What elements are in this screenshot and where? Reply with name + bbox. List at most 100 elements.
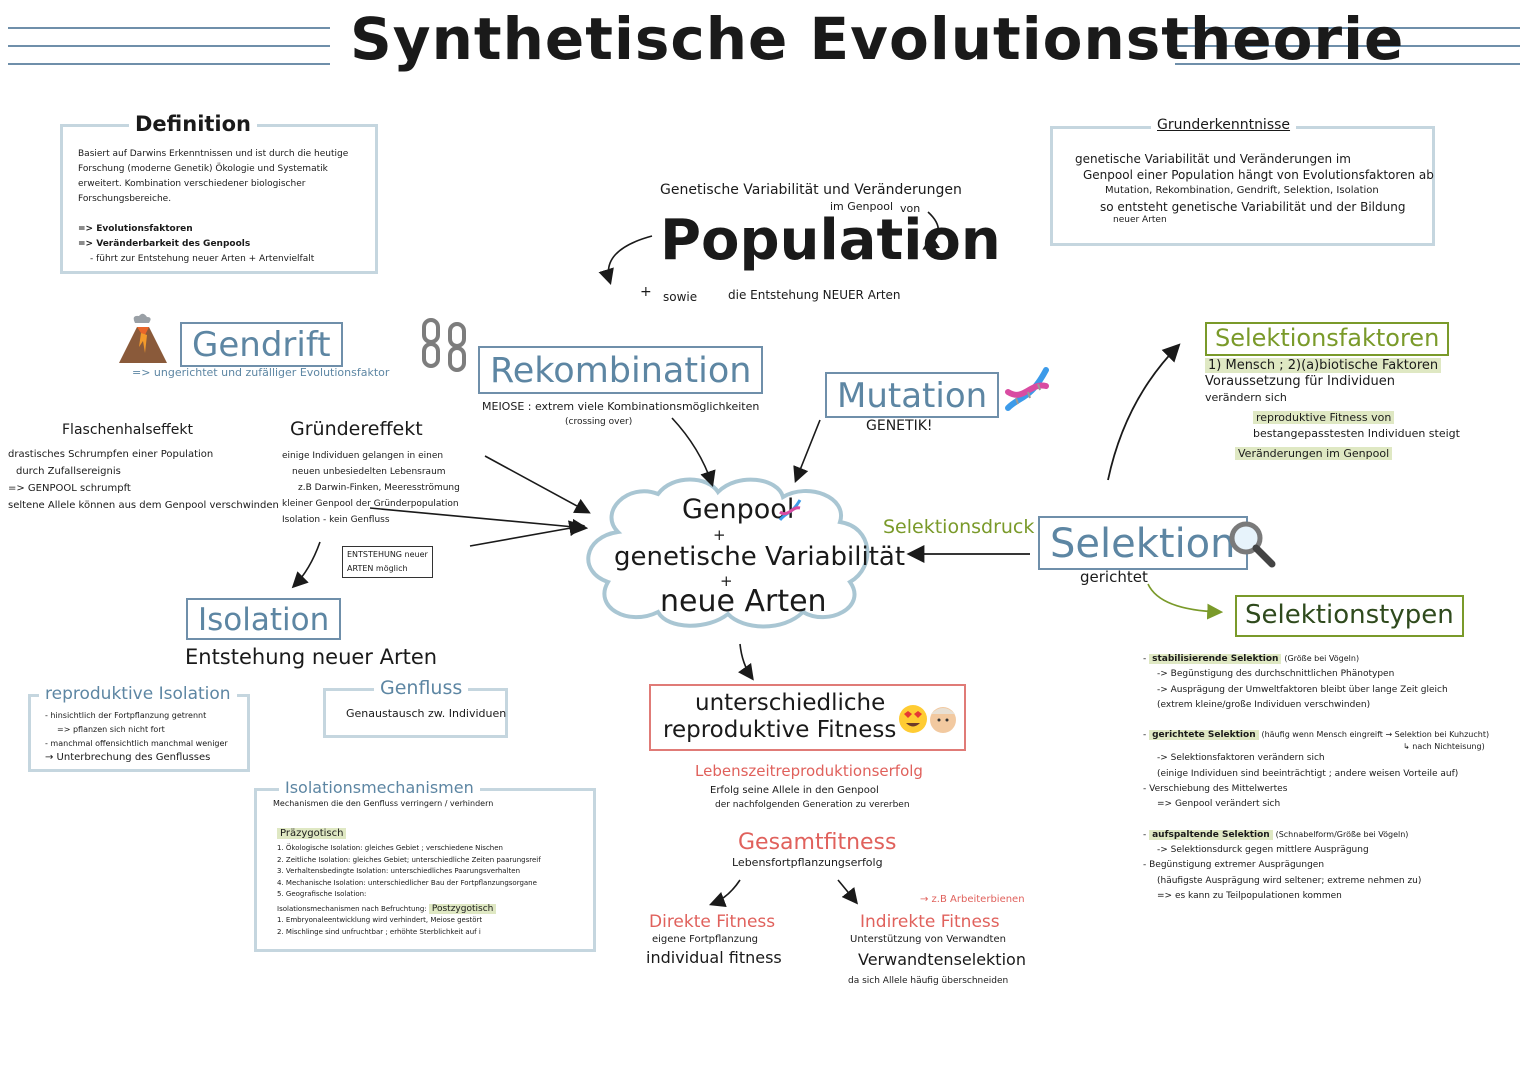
- selektionsfaktoren-label: Selektionsfaktoren: [1205, 322, 1450, 356]
- genpool-l1: Genpool: [682, 494, 795, 525]
- definition-line: Forschungsbereiche.: [78, 194, 172, 204]
- population-von: von: [900, 202, 921, 215]
- isomech-prae-text: Präzygotisch: [277, 828, 347, 839]
- lebenszeit-l2: der nachfolgenden Generation zu vererben: [715, 800, 910, 810]
- selektionstyp-line: -> Begünstigung des durchschnittlichen P…: [1157, 669, 1395, 680]
- direkte-fitness-heading: Direkte Fitness: [649, 912, 776, 932]
- page-title: Synthetische Evolutionstheorie: [350, 5, 1405, 73]
- selektionstyp-line: => es kann zu Teilpopulationen kommen: [1157, 890, 1342, 901]
- isomech-line: 2. Mischlinge sind unfruchtbar ; erhöhte…: [277, 927, 481, 936]
- isomech-line: 1. Ökologische Isolation: gleiches Gebie…: [277, 844, 503, 852]
- definition-line: Forschung (moderne Genetik) Ökologie und…: [78, 164, 328, 174]
- selektionstyp-line: => Genpool verändert sich: [1157, 799, 1281, 810]
- selektion-sub: gerichtet: [1080, 568, 1148, 586]
- flaschenhals-heading: Flaschenhalseffekt: [62, 422, 193, 438]
- selektionstyp-note: (Größe bei Vögeln): [1284, 654, 1360, 663]
- grunderkenntnisse-line: Genpool einer Population hängt von Evolu…: [1083, 168, 1434, 182]
- reproduktive-line: - hinsichtlich der Fortpflanzung getrenn…: [45, 711, 207, 720]
- gesamtfitness-heading: Gesamtfitness: [738, 830, 897, 855]
- gruender-text: einige Individuen gelangen in einen neue…: [282, 448, 460, 528]
- grunderkenntnisse-heading: Grunderkenntnisse: [1151, 117, 1297, 133]
- title-rule: [8, 63, 330, 65]
- population-bottom: die Entstehung NEUER Arten: [728, 288, 901, 302]
- isomech-line: 4. Mechanische Isolation: unterschiedlic…: [277, 878, 537, 887]
- grunderkenntnisse-box: Grunderkenntnisse genetische Variabilitä…: [1050, 117, 1435, 246]
- selektionstyp-note2: ↳ nach Nichteisung): [1403, 742, 1485, 752]
- gruender-box-line: ENTSTEHUNG neuer: [347, 550, 428, 559]
- selektionstyp-name: aufspaltende Selektion: [1149, 829, 1273, 840]
- selektionstyp-line: -> Selektionsdurck gegen mittlere Ausprä…: [1157, 844, 1369, 855]
- selektionsfaktoren-line: 1) Mensch ; 2)(a)biotische Faktoren: [1205, 358, 1460, 374]
- selektionsfaktoren-line-text: reproduktive Fitness von: [1253, 411, 1395, 424]
- selektionstyp-line: - Verschiebung des Mittelwertes: [1143, 784, 1288, 795]
- reproduktive-isolation-box: reproduktive Isolation - hinsichtlich de…: [28, 684, 250, 772]
- fitness-box-l2: reproduktive Fitness: [663, 717, 897, 743]
- title-rule: [1175, 63, 1520, 65]
- genpool-l3: neue Arten: [660, 584, 827, 619]
- lebenszeit-l1: Erfolg seine Allele in den Genpool: [710, 785, 879, 796]
- population-top-sub: im Genpool: [830, 200, 894, 213]
- selektionsfaktoren-line: Voraussetzung für Individuen: [1205, 374, 1395, 389]
- selektionstyp-line: -> Selektionsfaktoren verändern sich: [1157, 753, 1325, 764]
- grunderkenntnisse-text: genetische Variabilität und Veränderunge…: [1075, 151, 1434, 225]
- gruender-line: neuen unbesiedelten Lebensraum: [292, 467, 446, 477]
- definition-line: Basiert auf Darwins Erkenntnissen und is…: [78, 149, 349, 159]
- gendrift-sub: => ungerichtet und zufälliger Evolutions…: [132, 366, 390, 379]
- isomech-line: 5. Geografische Isolation:: [277, 890, 367, 898]
- selektionstypen-text: - stabilisierende Selektion (Größe bei V…: [1143, 652, 1489, 904]
- dna-icon: [1000, 362, 1054, 416]
- title-rule: [8, 27, 330, 29]
- selektionsfaktoren-line-text: Veränderungen im Genpool: [1235, 447, 1393, 460]
- rekombination-label: Rekombination: [478, 346, 764, 394]
- definition-text: Basiert auf Darwins Erkenntnissen und is…: [78, 147, 348, 267]
- selektionstyp-line: (extrem kleine/große Individuen verschwi…: [1157, 699, 1371, 710]
- population-top-line: Genetische Variabilität und Veränderunge…: [660, 182, 962, 198]
- selektionsfaktoren-line: Veränderungen im Genpool: [1205, 446, 1460, 462]
- indirekte-note: → z.B Arbeiterbienen: [920, 894, 1025, 905]
- selektion-label: Selektion: [1038, 516, 1248, 570]
- genpool-plus: +: [713, 526, 726, 544]
- flaschenhals-line: durch Zufallsereignis: [16, 466, 121, 477]
- gruender-line: z.B Darwin-Finken, Meeresströmung: [298, 483, 460, 493]
- flaschenhals-line: => GENPOOL schrumpft: [8, 483, 131, 494]
- genfluss-box: Genfluss Genaustausch zw. Individuen: [323, 677, 508, 738]
- selektionstyp-note: (häufig wenn Mensch eingreift → Selektio…: [1261, 730, 1490, 740]
- fitness-box: unterschiedliche reproduktive Fitness: [649, 684, 966, 751]
- definition-point: => Evolutionsfaktoren: [78, 224, 193, 234]
- magnifier-icon: [1226, 518, 1276, 568]
- selektionstyp-line: (häufigste Ausprägung wird seltener; ext…: [1157, 875, 1422, 886]
- grunderkenntnisse-line: so entsteht genetische Variabilität und …: [1100, 200, 1406, 214]
- volcano-icon: [115, 313, 171, 365]
- lebenszeit-heading: Lebenszeitreproduktionserfolg: [695, 762, 923, 780]
- isomech-heading: Isolationsmechanismen: [279, 778, 480, 797]
- chain-icon: [420, 318, 470, 378]
- selektionstyp-head: - gerichtete Selektion (häufig wenn Mens…: [1143, 730, 1490, 741]
- grunderkenntnisse-line: Mutation, Rekombination, Gendrift, Selek…: [1105, 185, 1379, 196]
- population-word: Population: [660, 208, 1001, 273]
- gruender-line: Isolation - kein Genfluss: [282, 515, 390, 525]
- selektionstyp-name: stabilisierende Selektion: [1149, 654, 1282, 664]
- isomech-line: 3. Verhaltensbedingte Isolation: untersc…: [277, 867, 521, 875]
- fitness-box-l1: unterschiedliche: [695, 690, 886, 716]
- isomech-post-intro: Isolationsmechanismen nach Befruchtung:: [277, 904, 427, 913]
- flaschenhals-line: drastisches Schrumpfen einer Population: [8, 449, 214, 460]
- title-rule: [8, 45, 330, 47]
- isolation-label: Isolation: [186, 598, 342, 640]
- indirekte-fitness-sub: Unterstützung von Verwandten: [850, 934, 1006, 945]
- gendrift-label: Gendrift: [180, 322, 343, 367]
- selektionstyp-note: (Schnabelform/Größe bei Vögeln): [1275, 829, 1409, 839]
- selektionstyp-line: - Begünstigung extremer Ausprägungen: [1143, 860, 1325, 871]
- definition-box: Definition Basiert auf Darwins Erkenntni…: [60, 112, 378, 274]
- isomech-sub: Mechanismen die den Genfluss verringern …: [273, 799, 494, 808]
- definition-line: erweitert. Kombination verschiedener bio…: [78, 179, 306, 189]
- dna-icon: [776, 496, 804, 524]
- definition-heading: Definition: [129, 112, 258, 136]
- selektionsfaktoren-line: bestangepasstesten Individuen steigt: [1253, 427, 1460, 440]
- title-rule: [1175, 27, 1520, 29]
- title-rule: [1175, 45, 1520, 47]
- isomech-line: 2. Zeitliche Isolation: gleiches Gebiet;…: [277, 855, 541, 864]
- selektionstypen-label: Selektionstypen: [1235, 595, 1464, 637]
- selektionstyp-name: gerichtete Selektion: [1149, 730, 1259, 741]
- gruender-box: ENTSTEHUNG neuer ARTEN möglich: [342, 546, 433, 578]
- isomech-line: 1. Embryonaleentwicklung wird verhindert…: [277, 916, 483, 924]
